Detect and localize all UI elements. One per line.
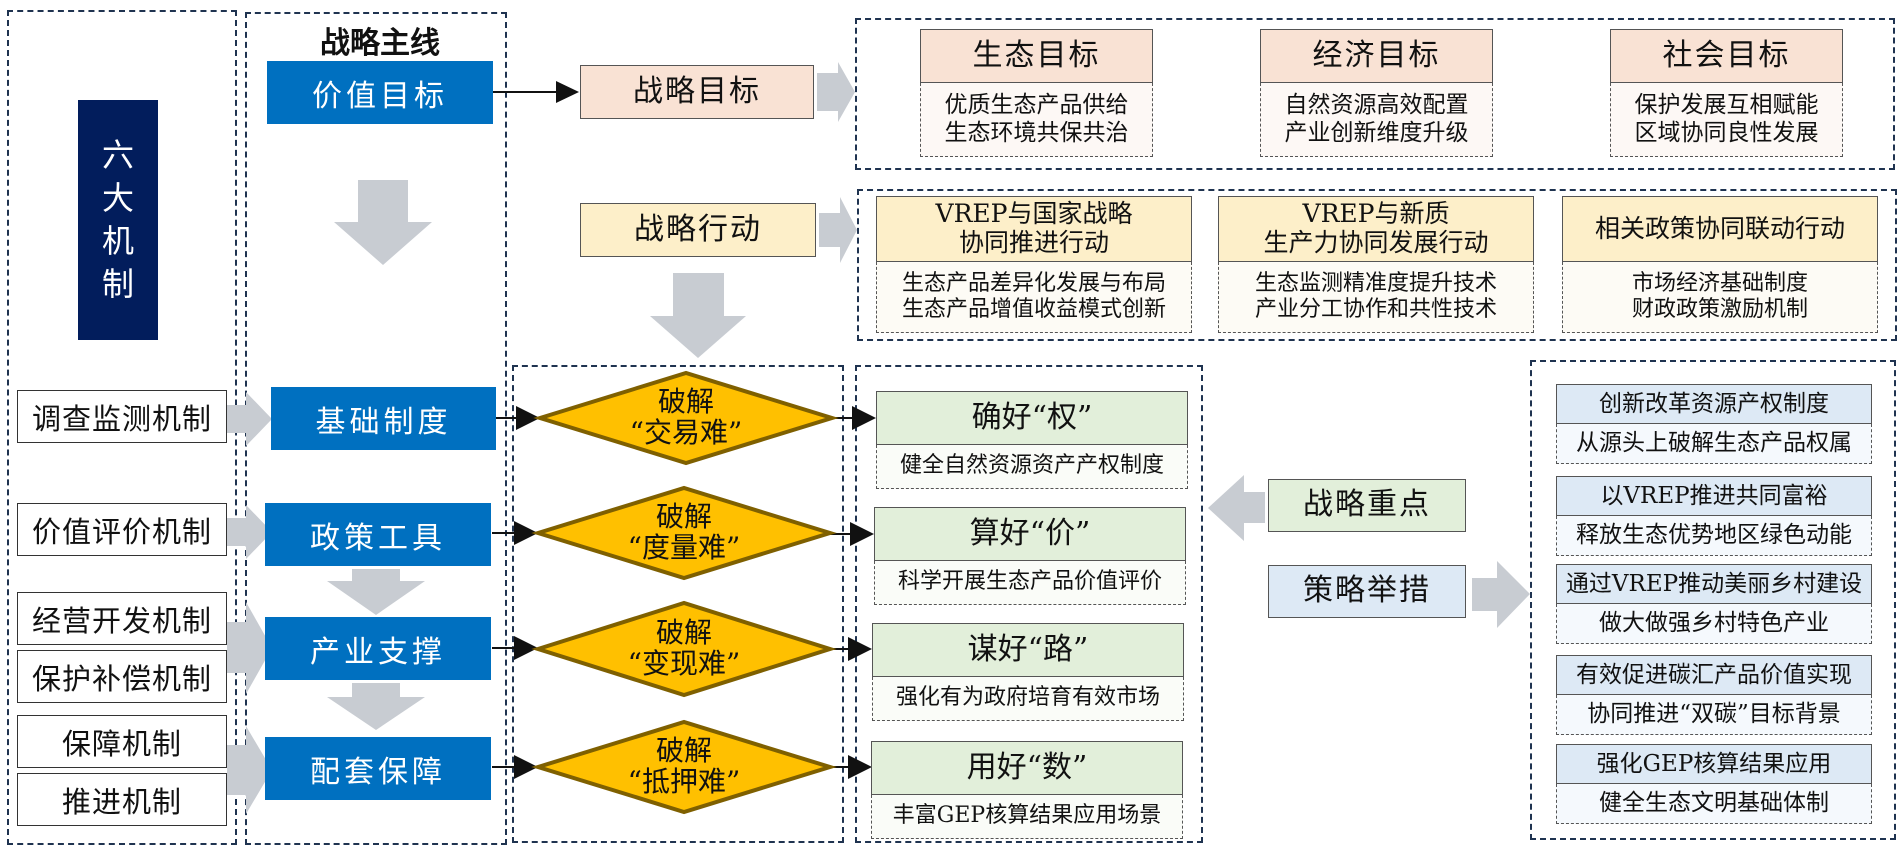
action-line: 生态监测精准度提升技术 bbox=[1254, 270, 1497, 296]
mainline-title: 战略主线 bbox=[320, 26, 440, 61]
measure-title: 强化GEP核算结果应用 bbox=[1556, 744, 1872, 784]
strategic-focus-label: 战略重点 bbox=[1268, 479, 1466, 532]
focus-price-desc: 科学开展生态产品价值评价 bbox=[874, 561, 1186, 605]
focus-price-title: 算好“价” bbox=[874, 507, 1186, 561]
goal-social-desc: 保护发展互相赋能 区域协同良性发展 bbox=[1610, 83, 1843, 157]
measure-title: 有效促进碳汇产品价值实现 bbox=[1556, 655, 1872, 695]
arrow-right-icon bbox=[819, 197, 857, 263]
breakthrough-line: “抵押难” bbox=[627, 765, 741, 798]
mechanism-value-evaluation: 价值评价机制 bbox=[17, 503, 227, 556]
measure-desc: 从源头上破解生态产品权属 bbox=[1556, 424, 1872, 464]
action-title-line: VREP与国家战略 bbox=[935, 199, 1133, 229]
goal-economic-desc: 自然资源高效配置 产业创新维度升级 bbox=[1260, 83, 1493, 157]
arrow-right-icon bbox=[817, 62, 855, 122]
action-title-line: 协同推进行动 bbox=[958, 228, 1109, 257]
focus-data-title: 用好“数” bbox=[871, 741, 1183, 795]
six-mechanisms-title: 六 大 机 制 bbox=[78, 100, 158, 340]
action-new-productivity-title: VREP与新质 生产力协同发展行动 bbox=[1218, 196, 1534, 262]
policy-measures-label: 策略举措 bbox=[1268, 565, 1466, 618]
measure-desc: 释放生态优势地区绿色动能 bbox=[1556, 516, 1872, 556]
goal-line: 保护发展互相赋能 bbox=[1634, 91, 1819, 118]
goal-line: 自然资源高效配置 bbox=[1284, 91, 1469, 118]
mainline-step-policy-tools: 政策工具 bbox=[265, 503, 491, 566]
action-line: 产业分工协作和共性技术 bbox=[1254, 297, 1497, 322]
goal-line: 优质生态产品供给 bbox=[944, 91, 1129, 118]
goal-line: 区域协同良性发展 bbox=[1634, 119, 1819, 146]
measures-panel bbox=[1530, 360, 1896, 840]
action-title-line: 相关政策协同联动行动 bbox=[1594, 213, 1845, 243]
strategic-action-label: 战略行动 bbox=[580, 203, 816, 257]
value-goal-box: 价值目标 bbox=[267, 61, 493, 124]
breakthrough-line: 破解 bbox=[655, 500, 712, 534]
breakthrough-transaction: 破解 “交易难” bbox=[540, 373, 832, 463]
goal-line: 生态环境共保共治 bbox=[944, 119, 1129, 146]
goal-line: 产业创新维度升级 bbox=[1284, 119, 1469, 146]
action-line: 市场经济基础制度 bbox=[1631, 270, 1808, 296]
focus-panel bbox=[855, 365, 1203, 843]
focus-data-desc: 丰富GEP核算结果应用场景 bbox=[871, 795, 1183, 839]
goal-ecological-desc: 优质生态产品供给 生态环境共保共治 bbox=[920, 83, 1153, 157]
action-policy-linkage-desc: 市场经济基础制度 财政政策激励机制 bbox=[1562, 262, 1878, 333]
arrow-head-icon bbox=[556, 81, 579, 103]
action-national-strategy-title: VREP与国家战略 协同推进行动 bbox=[876, 196, 1192, 262]
focus-rights-desc: 健全自然资源资产产权制度 bbox=[876, 445, 1188, 489]
action-policy-linkage-title: 相关政策协同联动行动 bbox=[1562, 196, 1878, 262]
arrow-right-icon bbox=[1472, 561, 1530, 628]
measure-title: 以VREP推进共同富裕 bbox=[1556, 476, 1872, 516]
breakthrough-line: “变现难” bbox=[627, 647, 741, 680]
breakthrough-realization: 破解 “变现难” bbox=[538, 603, 830, 695]
mainline-step-basic-system: 基础制度 bbox=[271, 387, 496, 450]
action-title-line: 生产力协同发展行动 bbox=[1263, 228, 1489, 257]
breakthrough-line: 破解 bbox=[655, 616, 712, 650]
breakthrough-line: “交易难” bbox=[629, 416, 743, 449]
action-national-strategy-desc: 生态产品差异化发展与布局 生态产品增值收益模式创新 bbox=[876, 262, 1192, 333]
action-line: 生态产品差异化发展与布局 bbox=[901, 270, 1166, 296]
mechanism-guarantee: 保障机制 bbox=[17, 715, 227, 768]
mainline-step-supporting-guarantee: 配套保障 bbox=[265, 737, 491, 800]
focus-path-desc: 强化有为政府培育有效市场 bbox=[872, 677, 1184, 721]
mechanism-operation-development: 经营开发机制 bbox=[17, 592, 227, 645]
actions-panel bbox=[857, 189, 1897, 341]
action-line: 生态产品增值收益模式创新 bbox=[901, 297, 1166, 322]
measure-desc: 健全生态文明基础体制 bbox=[1556, 784, 1872, 824]
mechanism-survey-monitoring: 调查监测机制 bbox=[17, 390, 227, 443]
strategic-goal-label: 战略目标 bbox=[580, 65, 814, 119]
title-char: 机 bbox=[101, 222, 134, 260]
action-new-productivity-desc: 生态监测精准度提升技术 产业分工协作和共性技术 bbox=[1218, 262, 1534, 333]
goal-ecological-title: 生态目标 bbox=[920, 29, 1153, 83]
mechanism-promotion: 推进机制 bbox=[17, 773, 227, 826]
measure-title: 创新改革资源产权制度 bbox=[1556, 384, 1872, 424]
action-title-line: VREP与新质 bbox=[1302, 199, 1450, 229]
breakthrough-line: 破解 bbox=[655, 734, 712, 768]
measure-desc: 做大做强乡村特色产业 bbox=[1556, 604, 1872, 644]
focus-rights-title: 确好“权” bbox=[876, 391, 1188, 445]
arrow-down-icon bbox=[650, 273, 746, 358]
measure-desc: 协同推进“双碳”目标背景 bbox=[1556, 695, 1872, 735]
goals-panel bbox=[855, 18, 1895, 170]
mainline-step-industry-support: 产业支撑 bbox=[265, 617, 491, 680]
breakthrough-measurement: 破解 “度量难” bbox=[538, 488, 830, 578]
focus-path-title: 谋好“路” bbox=[872, 623, 1184, 677]
action-line: 财政政策激励机制 bbox=[1631, 297, 1808, 322]
breakthrough-line: “度量难” bbox=[627, 531, 741, 564]
title-char: 大 bbox=[101, 178, 134, 217]
title-char: 六 bbox=[101, 135, 134, 174]
goal-economic-title: 经济目标 bbox=[1260, 29, 1493, 83]
arrow-left-icon bbox=[1208, 475, 1265, 541]
breakthrough-panel bbox=[512, 365, 844, 843]
measure-title: 通过VREP推动美丽乡村建设 bbox=[1556, 564, 1872, 604]
breakthrough-line: 破解 bbox=[657, 385, 714, 419]
breakthrough-mortgage: 破解 “抵押难” bbox=[538, 722, 830, 812]
title-char: 制 bbox=[101, 265, 134, 304]
goal-social-title: 社会目标 bbox=[1610, 29, 1843, 83]
mechanism-protection-compensation: 保护补偿机制 bbox=[17, 650, 227, 703]
